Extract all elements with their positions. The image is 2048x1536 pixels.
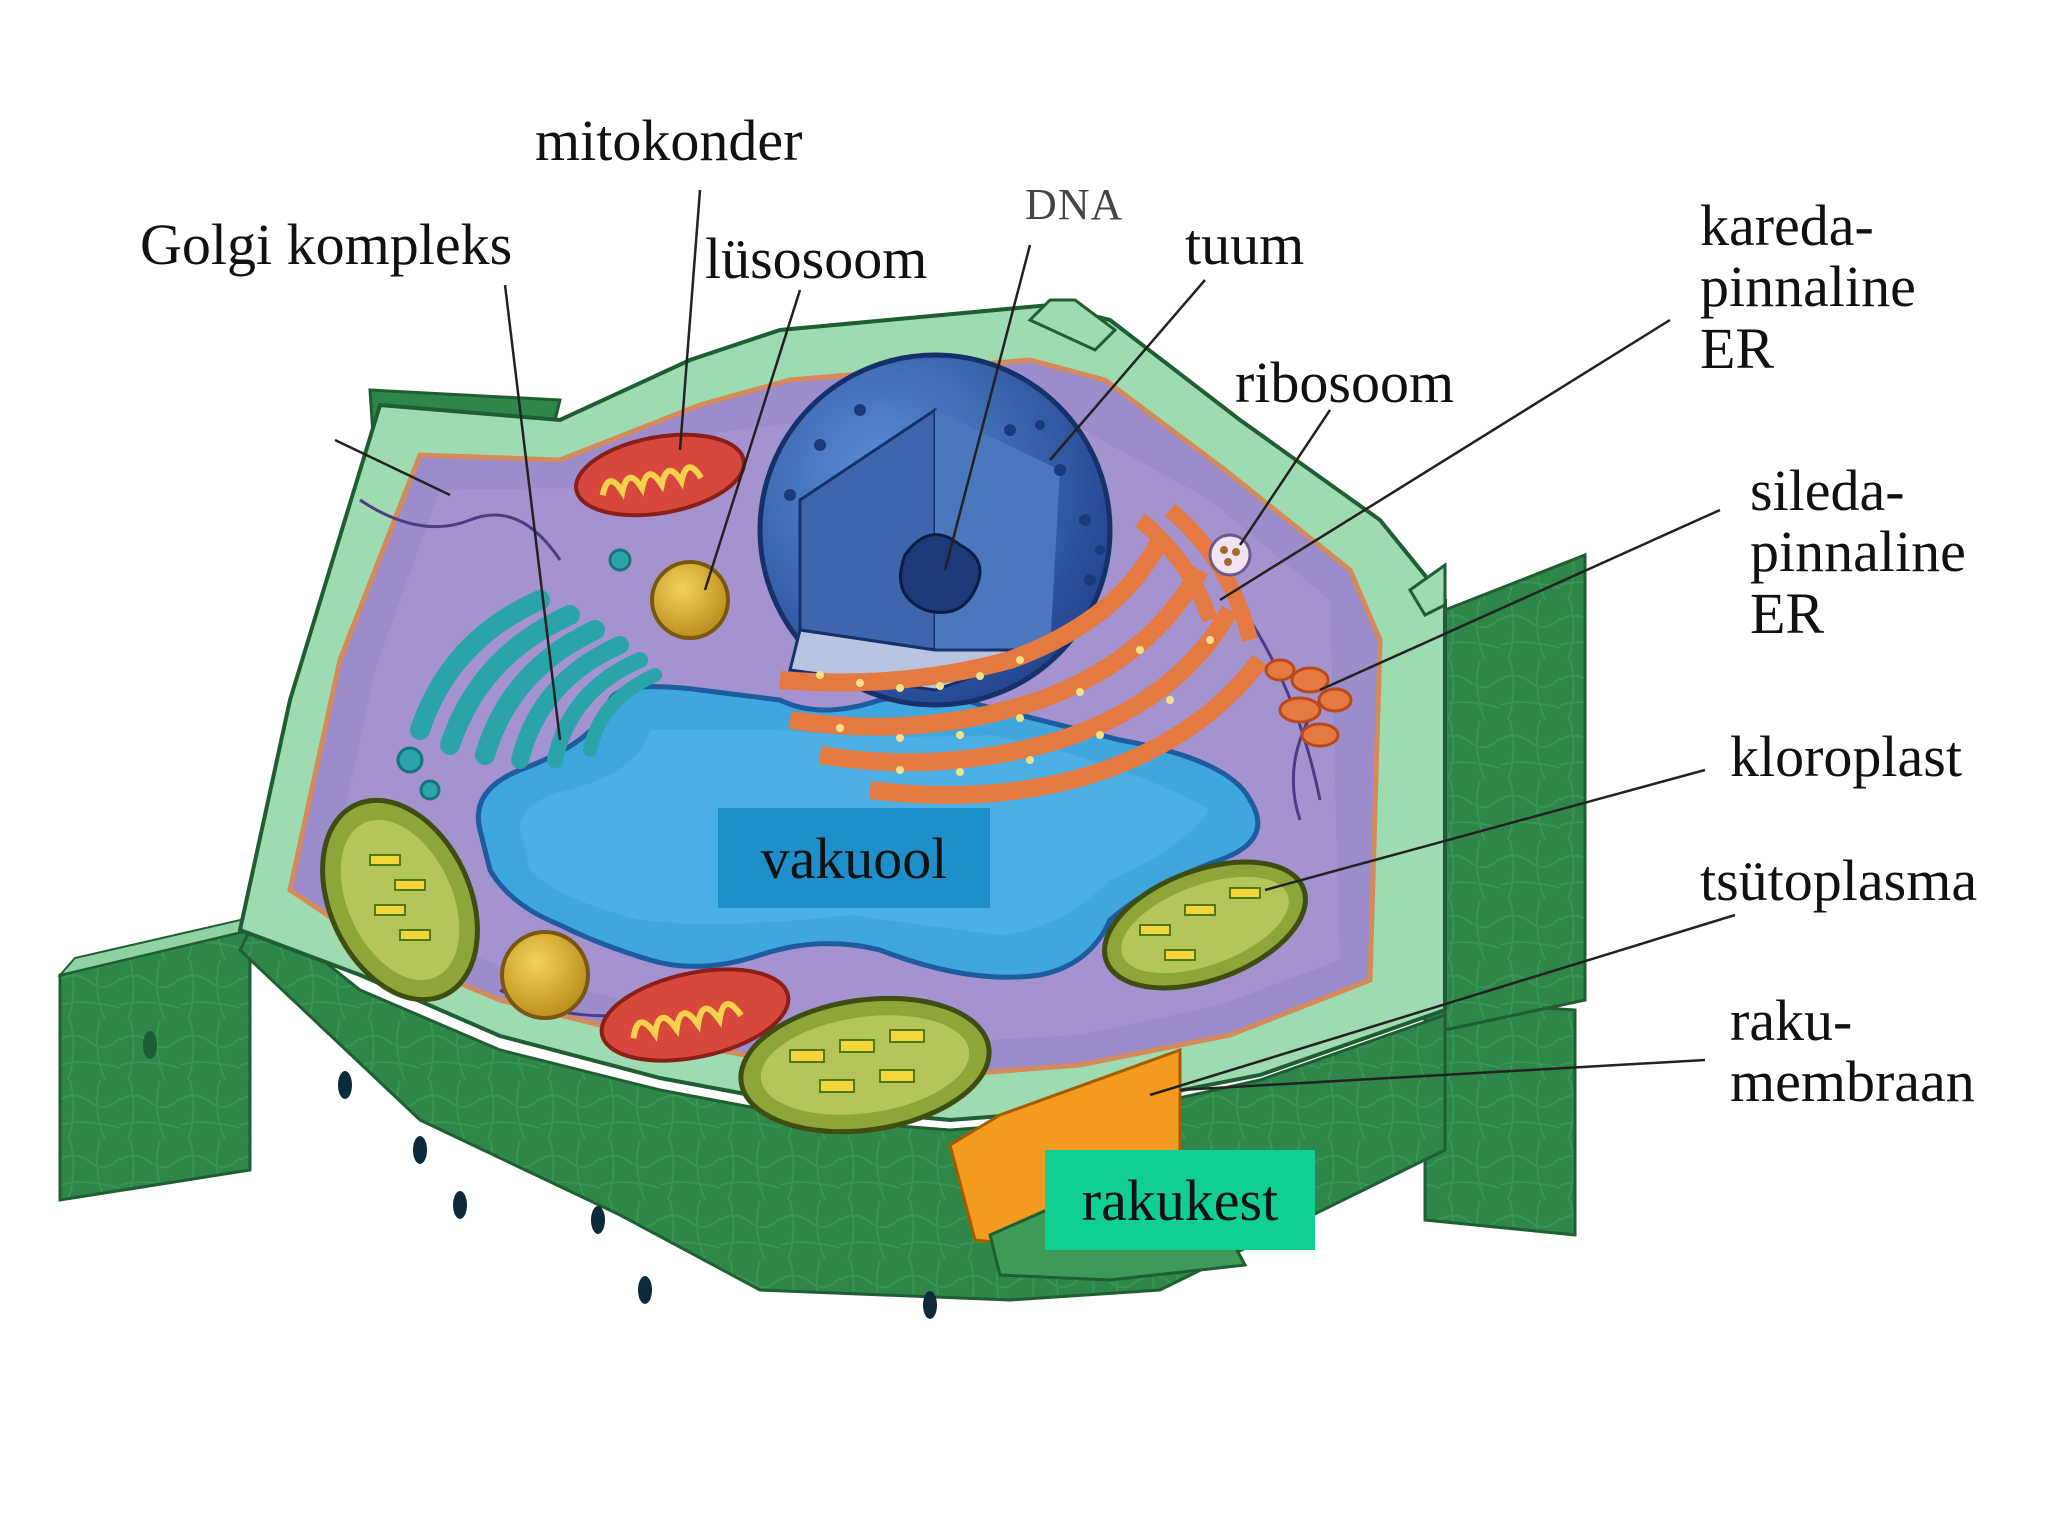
label-dna: DNA xyxy=(1025,180,1124,229)
nucleus xyxy=(757,352,1113,708)
label-smooth-er: sileda- pinnaline ER xyxy=(1750,458,1966,646)
label-vacuole: vakuool xyxy=(718,808,990,908)
label-chloroplast: kloroplast xyxy=(1730,724,1962,789)
label-cell-wall: rakukest xyxy=(1045,1150,1315,1250)
rough-er xyxy=(779,503,1268,804)
leader-lines xyxy=(334,189,1736,1097)
label-mitochondrion: mitokonder xyxy=(535,108,803,173)
chloroplast-bottom xyxy=(738,995,992,1135)
label-rough-er: kareda- pinnaline ER xyxy=(1700,193,1916,381)
lysosome-bottom xyxy=(500,930,590,1020)
chloroplast-left xyxy=(320,797,480,1003)
label-ribosome: ribosoom xyxy=(1235,350,1455,415)
label-cytoplasm: tsütoplasma xyxy=(1700,848,1978,913)
label-nucleus: tuum xyxy=(1185,212,1305,277)
label-lysosome: lüsosoom xyxy=(705,226,928,291)
chloroplast-right xyxy=(1102,859,1308,991)
label-cell-membrane: raku- membraan xyxy=(1730,988,1975,1115)
label-golgi: Golgi kompleks xyxy=(140,212,513,277)
lysosome-top xyxy=(650,560,730,640)
smooth-er xyxy=(1264,658,1353,748)
mitochondrion-bottom xyxy=(599,967,791,1063)
mitochondrion-top xyxy=(574,432,746,518)
